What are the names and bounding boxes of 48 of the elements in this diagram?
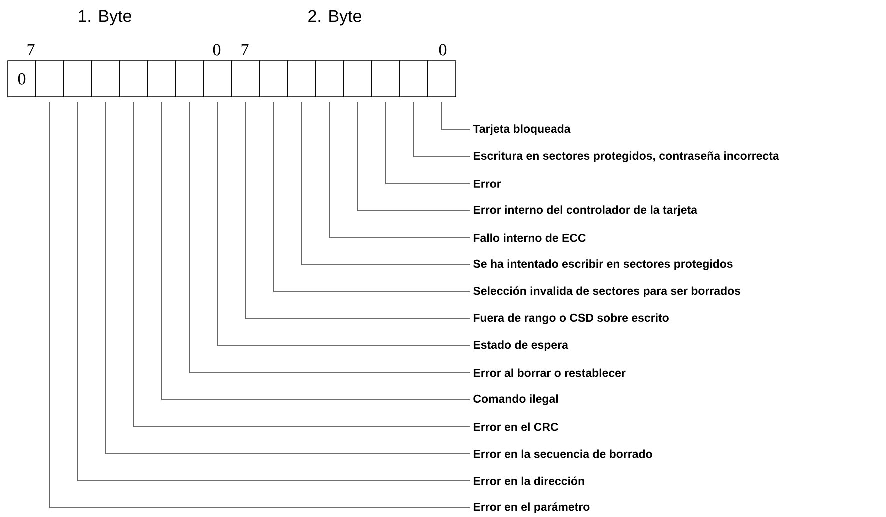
byte-heading: 2. Byte	[308, 10, 362, 26]
bit-description: Error	[474, 180, 502, 188]
byte-heading: 1. Byte	[79, 10, 132, 26]
bit-cell	[204, 60, 232, 98]
bit-cell	[288, 60, 316, 98]
bit-description: Error al borrar o restablecer	[474, 368, 626, 378]
bit-description: Comando ilegal	[474, 394, 558, 406]
bit-description: Error interno del controlador de la tarjeta	[474, 206, 698, 216]
bit-description: Fuera de rango o CSD sobre escrito	[474, 314, 669, 324]
bit-description: Error en el CRC	[474, 422, 558, 432]
leader-line	[302, 102, 470, 266]
bit-cell	[344, 60, 372, 98]
bit-description: Selección invalida de sectores para ser borrados	[474, 286, 741, 298]
bit-description: Tarjeta bloqueada	[473, 124, 571, 136]
bit-number: 0	[213, 44, 221, 56]
leader-line	[414, 102, 470, 158]
bit-cell: 0	[8, 60, 36, 98]
bit-cell	[64, 60, 92, 98]
bit-description: Escritura en sectores protegidos, contraseña incorrecta	[474, 152, 780, 162]
leader-line	[274, 102, 470, 292]
bit-description: Error en el parámetro	[474, 502, 590, 514]
bit-description: Error en la secuencia de borrado	[474, 450, 652, 458]
bit-cell	[400, 60, 428, 98]
bit-description: Se ha intentado escribir en sectores protegidos	[474, 260, 733, 270]
leader-line	[218, 102, 470, 346]
bit-number: 7	[242, 44, 249, 56]
bit-cell	[232, 60, 260, 98]
bit-cell	[372, 60, 400, 98]
bit-cell	[148, 60, 176, 98]
bit-cell	[428, 60, 456, 98]
bit-cell	[260, 60, 288, 98]
bit-number: 7	[28, 44, 35, 56]
leader-line	[246, 102, 470, 320]
bit-cell	[316, 60, 344, 98]
bit-cell	[120, 60, 148, 98]
bit-cell	[36, 60, 64, 98]
leader-line	[386, 102, 470, 184]
bit-description: Estado de espera	[474, 340, 568, 352]
leader-line	[358, 102, 470, 212]
bit-number: 0	[439, 44, 447, 56]
leader-line	[330, 102, 470, 238]
leader-line	[190, 102, 470, 374]
leader-line	[162, 102, 470, 400]
bit-cell	[176, 60, 204, 98]
leader-line	[442, 102, 470, 130]
bit-cell	[92, 60, 120, 98]
bit-description: Fallo interno de ECC	[474, 234, 586, 242]
bit-description: Error en la dirección	[474, 476, 584, 486]
